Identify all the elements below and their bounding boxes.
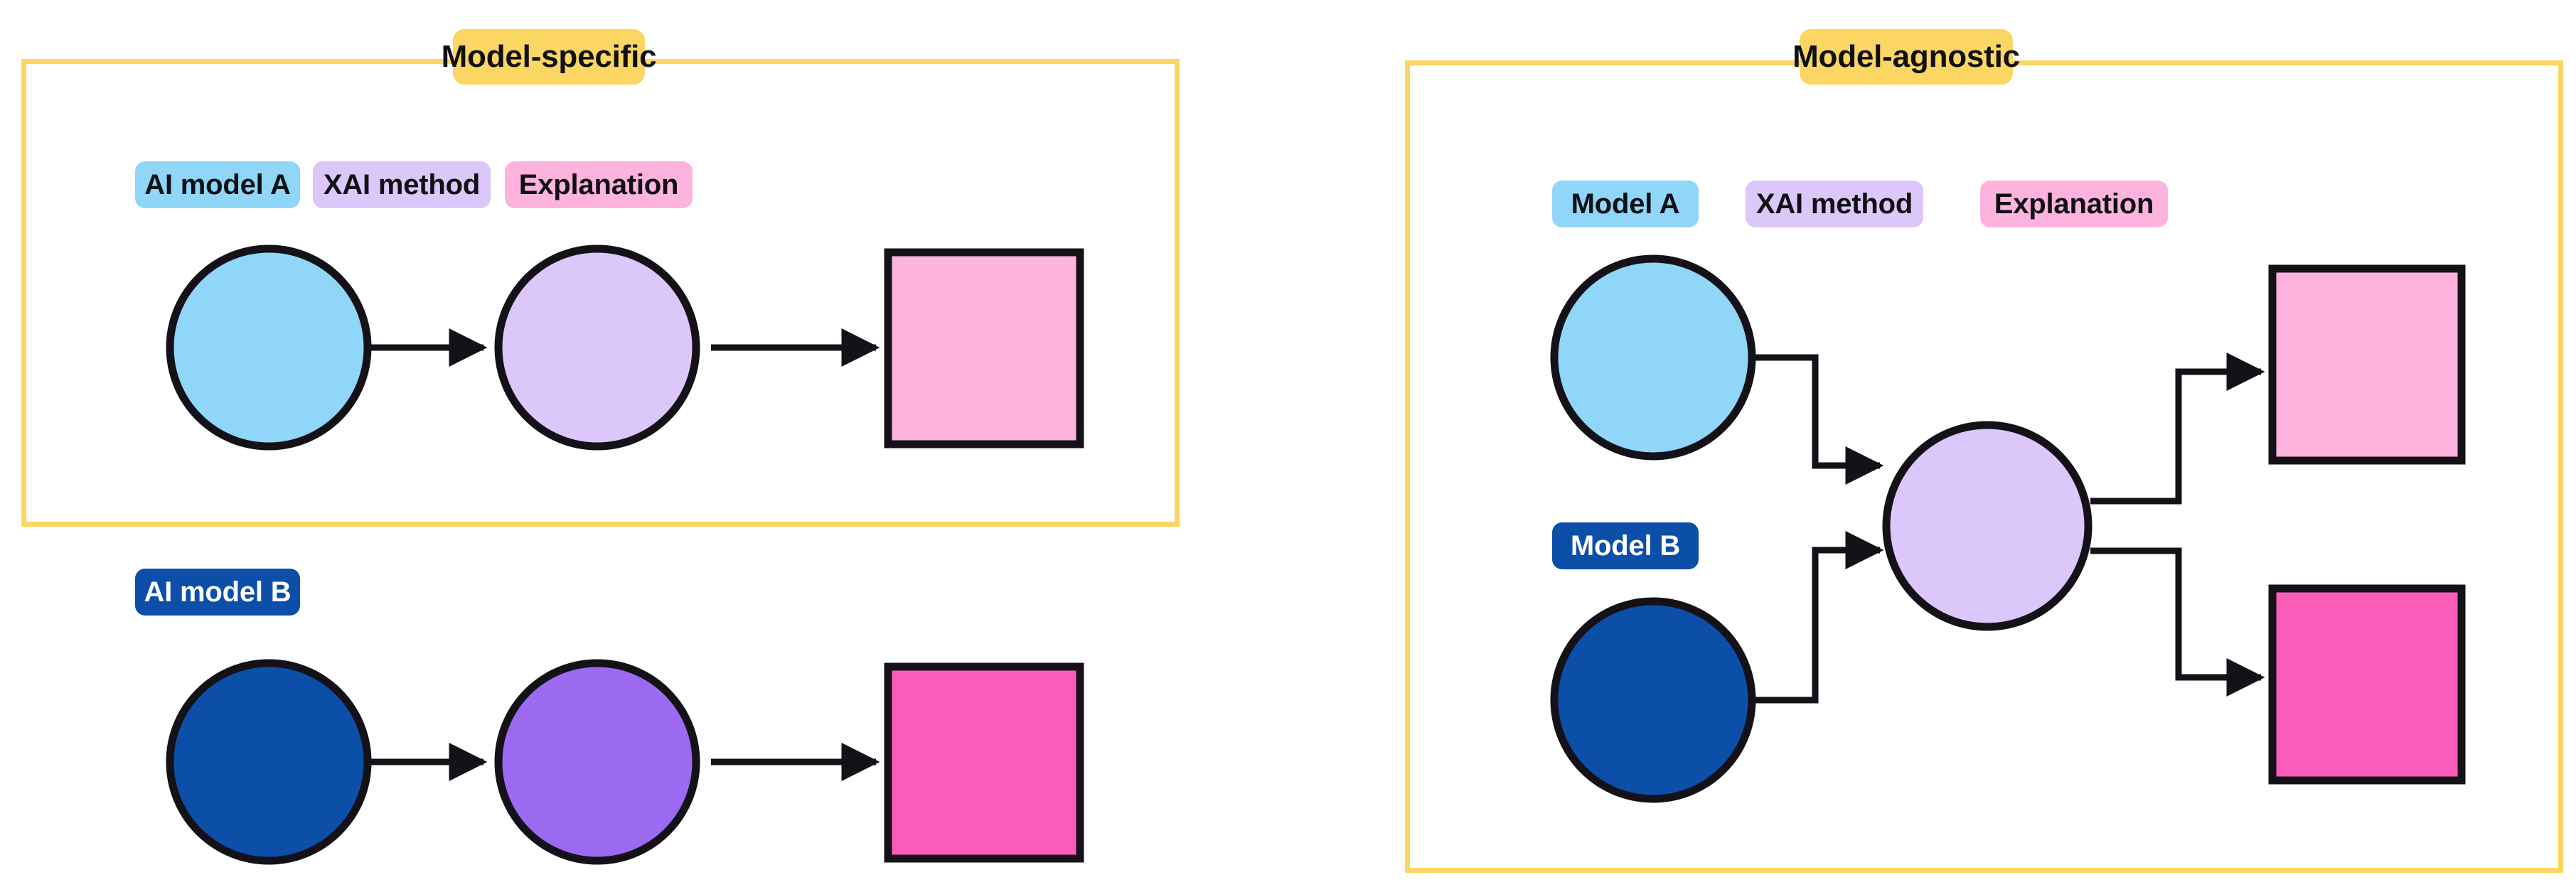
shape-l-b-explanation-square [884,662,1084,863]
shape-l-b-xai-circle [494,659,700,865]
label-chip-xai-method-right: XAI method [1746,181,1923,227]
panel-title-model-agnostic: Model-agnostic [1792,29,2020,85]
label-chip-ai-model-a: AI model A [135,161,300,208]
label-chip-explanation-right: Explanation [1980,181,2168,227]
panel-title-model-specific: Model-specific [442,29,657,85]
label-chip-xai-method-left: XAI method [313,161,491,208]
label-chip-model-a: Model A [1552,181,1699,227]
label-chip-model-b: Model B [1552,522,1699,569]
panel-model-specific-frame [21,59,1180,527]
label-chip-explanation-left: Explanation [505,161,693,208]
shape-l-b-model-circle [166,659,372,865]
label-chip-ai-model-b: AI model B [135,569,300,616]
